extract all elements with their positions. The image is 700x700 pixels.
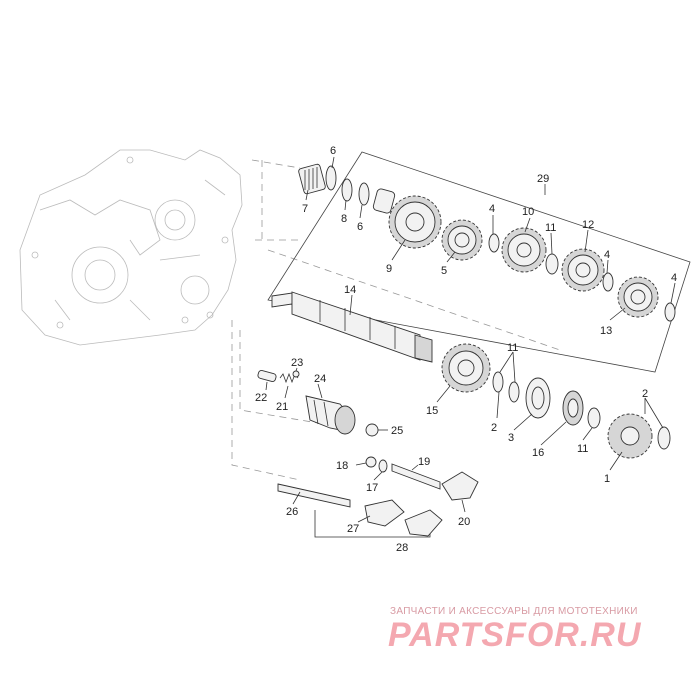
watermark-tagline: ЗАПЧАСТИ И АКСЕССУАРЫ ДЛЯ МОТОТЕХНИКИ (390, 606, 638, 617)
part-9-gear (388, 195, 442, 249)
label-12: 12 (582, 219, 594, 231)
label-1: 1 (604, 473, 610, 485)
label-2-a: 2 (491, 422, 497, 434)
label-10: 10 (522, 206, 534, 218)
label-11-b: 11 (507, 342, 518, 354)
part-19-fork-shaft (391, 463, 441, 490)
label-26: 26 (286, 506, 298, 518)
crankcase-outline (19, 149, 243, 346)
part-26-fork-rod (277, 483, 351, 508)
watermark-brand-logo: PARTSFOR.RU (388, 616, 642, 654)
part-24-shift-drum (305, 395, 356, 435)
label-24: 24 (314, 373, 326, 385)
part-16-seal (562, 390, 584, 426)
alignment-lines (231, 159, 561, 481)
part-18-ring (365, 456, 377, 468)
label-23: 23 (291, 357, 303, 369)
label-6-top: 6 (330, 145, 336, 157)
part-8-ring (341, 178, 353, 202)
part-11-washer-c (587, 407, 601, 429)
label-4-a: 4 (489, 203, 495, 215)
part-14-main-shaft (271, 291, 433, 363)
part-5-gear (441, 219, 483, 261)
label-21: 21 (276, 401, 288, 413)
leader-lines (265, 156, 676, 523)
part-25-washer (365, 423, 379, 437)
part-1-sprocket (607, 413, 653, 459)
part-22-pin (257, 370, 277, 382)
label-11-a: 11 (545, 222, 556, 234)
part-4-circlip-b (602, 272, 614, 292)
label-6-lower: 6 (357, 221, 363, 233)
label-3: 3 (508, 432, 514, 444)
part-4-circlip-a (488, 233, 500, 253)
label-28: 28 (396, 542, 408, 554)
label-13: 13 (600, 325, 612, 337)
part-11-washer-b (508, 381, 520, 403)
label-7: 7 (302, 203, 308, 215)
part-11-washer-a (545, 253, 559, 275)
part-10-gear (501, 227, 547, 273)
part-27-shift-fork-a (364, 499, 405, 527)
group-frame-29 (267, 151, 691, 373)
part-6-washer-a (325, 165, 337, 191)
label-11-c: 11 (577, 443, 588, 455)
label-4-c: 4 (671, 272, 677, 284)
label-20: 20 (458, 516, 470, 528)
part-15-gear (441, 343, 491, 393)
part-23-ball (292, 370, 300, 378)
part-7-needle-bearing (298, 163, 326, 195)
label-27: 27 (347, 523, 359, 535)
label-18: 18 (336, 460, 348, 472)
label-4-b: 4 (604, 249, 610, 261)
label-17: 17 (366, 482, 378, 494)
label-9: 9 (386, 263, 392, 275)
label-8: 8 (341, 213, 347, 225)
label-22: 22 (255, 392, 267, 404)
label-2-b: 2 (642, 388, 648, 400)
part-2-ring-a (492, 371, 504, 393)
label-5: 5 (441, 265, 447, 277)
part-20-shift-fork (441, 471, 479, 501)
part-17-ring (378, 459, 388, 473)
part-2-ring-b (657, 426, 671, 450)
part-13-gear (617, 276, 659, 318)
label-19: 19 (418, 456, 430, 468)
part-3-bearing (525, 377, 551, 419)
label-15: 15 (426, 405, 438, 417)
part-bushing (372, 188, 396, 214)
label-14: 14 (344, 284, 356, 296)
label-25: 25 (391, 425, 403, 437)
part-12-gear (561, 248, 605, 292)
part-4-circlip-c (664, 302, 676, 322)
label-29: 29 (537, 173, 549, 185)
part-6-washer-b (358, 182, 370, 206)
callout-labels: 6 7 8 6 9 5 4 10 11 12 4 4 13 29 14 15 1… (255, 145, 677, 554)
label-16: 16 (532, 447, 544, 459)
part-27-shift-fork-b (404, 509, 443, 537)
